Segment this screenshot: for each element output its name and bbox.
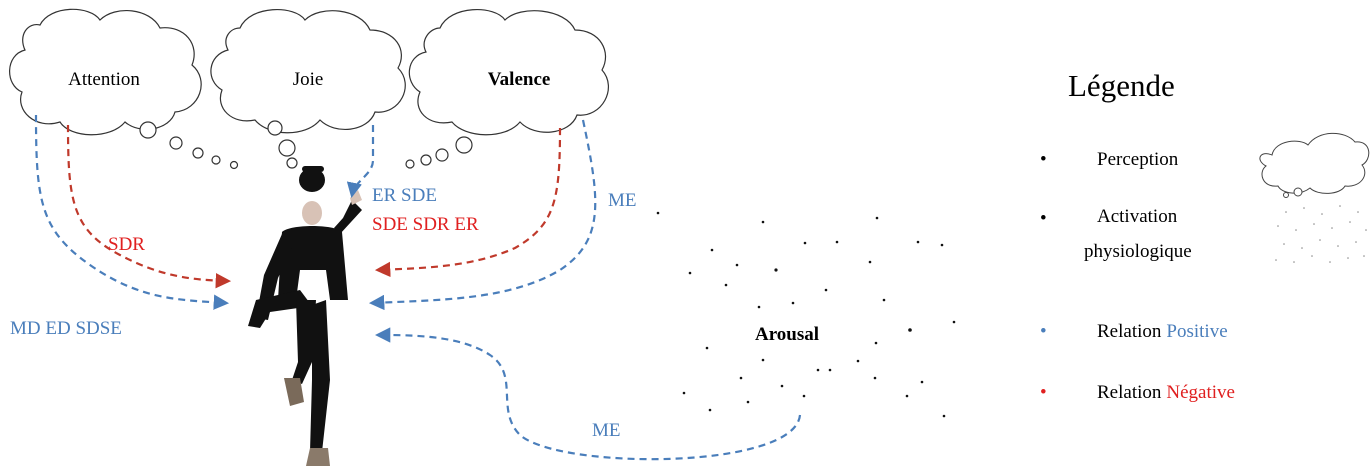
- arrow-valence-positive: [368, 119, 597, 311]
- dots-icon: [1275, 205, 1367, 263]
- legend-text-perception: Perception: [1097, 149, 1179, 170]
- label-valence-positive: ME: [608, 190, 637, 211]
- cloud-joie: [210, 9, 406, 134]
- legend-bullet-positive: •: [1040, 321, 1047, 342]
- arrow-attention-positive: [34, 114, 230, 310]
- label-arousal-positive: ME: [592, 420, 621, 441]
- label-attention-positive: MD ED SDSE: [10, 318, 122, 339]
- perception-attention: Attention: [68, 69, 140, 90]
- arrow-arousal-positive: [374, 327, 802, 461]
- arrow-valence-negative: [374, 127, 562, 278]
- arrow-joie-positive: [346, 125, 375, 199]
- arousal-label: Arousal: [755, 324, 819, 345]
- legend-title: Légende: [1068, 68, 1175, 103]
- label-valence-negative: SDE SDR ER: [372, 214, 479, 235]
- arousal-dots: [656, 211, 956, 418]
- legend: Légende • Perception • Activation physio…: [1040, 68, 1370, 403]
- legend-negative-highlight: Négative: [1166, 382, 1235, 403]
- legend-bullet-negative: •: [1040, 382, 1047, 403]
- person-figure: [248, 166, 362, 466]
- arrow-attention-negative: [66, 124, 232, 289]
- thought-bubbles: [139, 120, 473, 170]
- legend-bullet-activation: •: [1040, 208, 1047, 229]
- legend-text-activation-line1: Activation: [1097, 206, 1178, 227]
- legend-positive-prefix: Relation: [1097, 321, 1162, 342]
- label-joie-positive: ER SDE: [372, 185, 437, 206]
- perception-valence: Valence: [488, 69, 551, 90]
- perception-joie: Joie: [293, 69, 324, 90]
- legend-negative-prefix: Relation: [1097, 382, 1162, 403]
- cloud-icon: [1259, 132, 1370, 198]
- cloud-valence: [408, 9, 609, 136]
- label-attention-negative: SDR: [108, 234, 145, 255]
- legend-positive-highlight: Positive: [1166, 321, 1227, 342]
- legend-text-activation-line2: physiologique: [1084, 241, 1192, 262]
- legend-bullet-perception: •: [1040, 149, 1047, 170]
